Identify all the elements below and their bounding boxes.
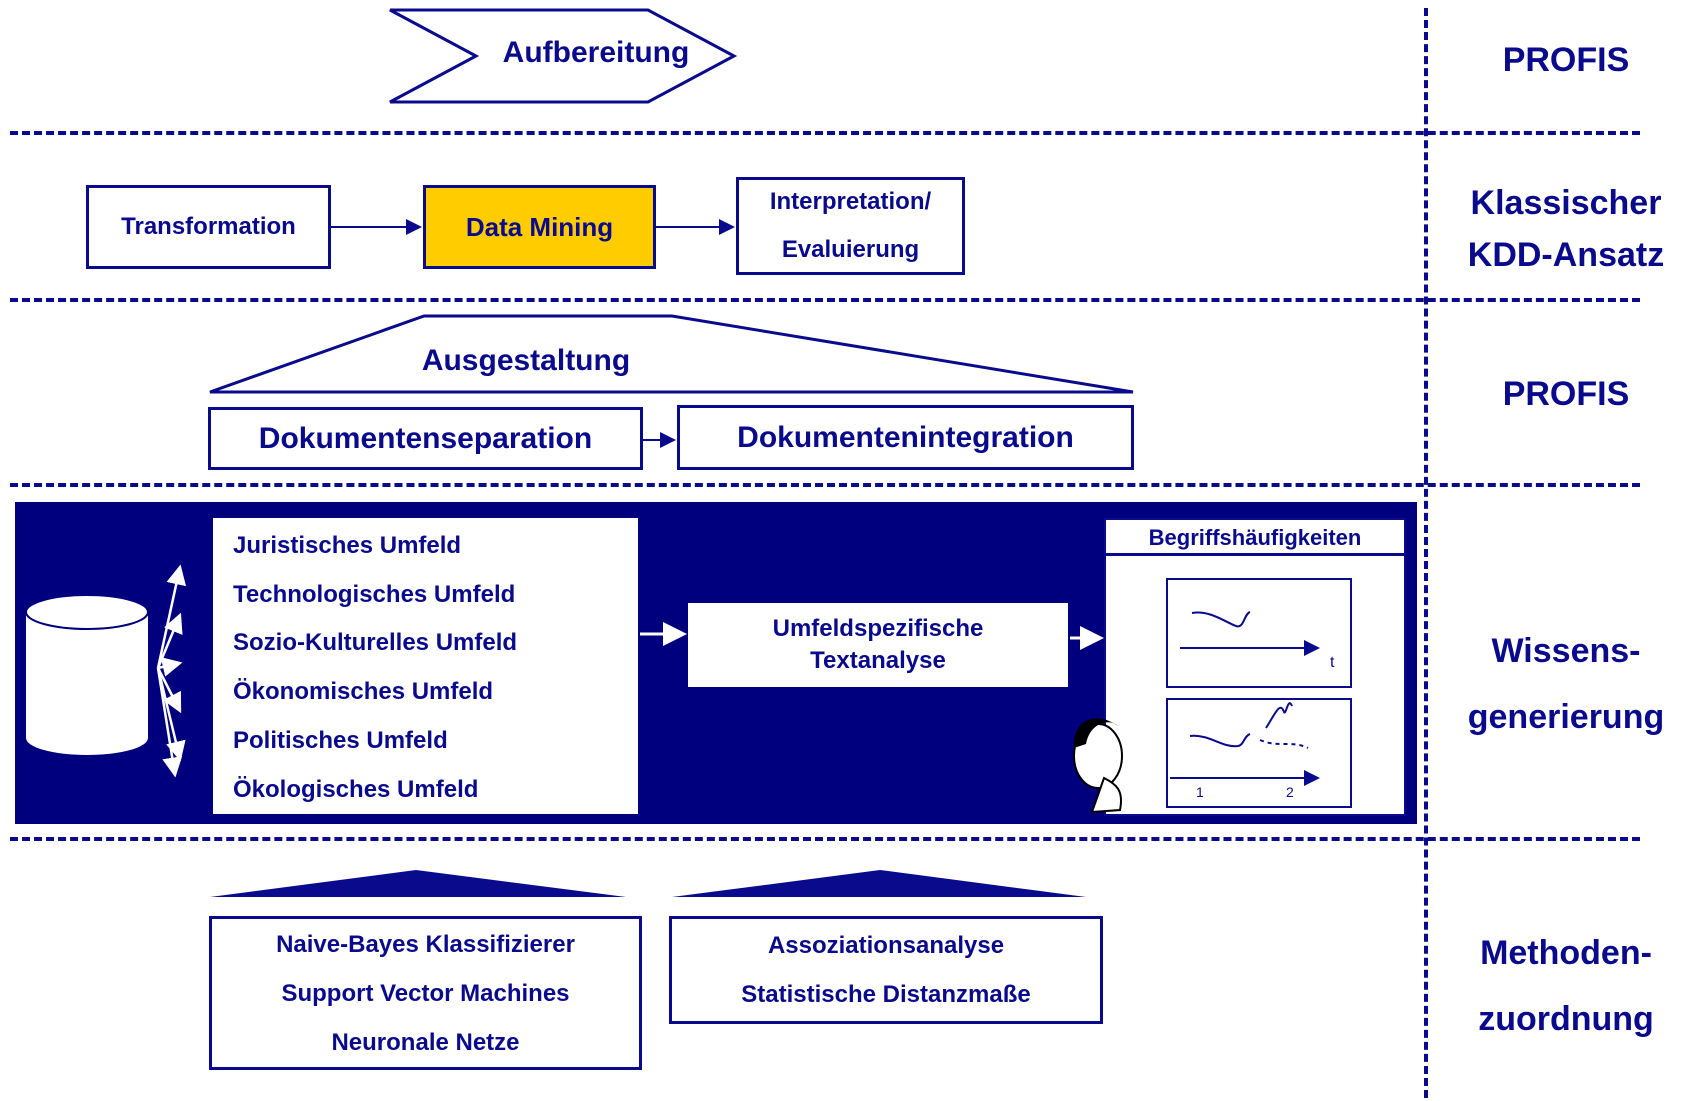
- dokumentenintegration-label: Dokumentenintegration: [737, 420, 1074, 454]
- box-klassifikationsmethoden: Naive-Bayes Klassifizierer Support Vecto…: [209, 916, 642, 1070]
- ausgestaltung-label: Ausgestaltung: [421, 344, 631, 377]
- textkorpus-line2: korpus: [40, 700, 134, 731]
- textanalyse-line2: Textanalyse: [810, 647, 946, 674]
- frequency-title: Begriffshäufigkeiten: [1106, 520, 1404, 556]
- umfeld-item-oekologisch: Ökologisches Umfeld: [233, 776, 479, 803]
- roof-left-methods: [210, 870, 626, 897]
- chart2-axis-label-1: 1: [1196, 784, 1204, 800]
- band-label-wissens-line2: generierung: [1467, 698, 1665, 736]
- method-assoziationsanalyse: Assoziationsanalyse: [767, 932, 1005, 959]
- separator-1: [10, 131, 1640, 135]
- roof-right-methods: [672, 870, 1086, 897]
- umfeld-item-politisch: Politisches Umfeld: [233, 727, 448, 754]
- frequency-chart-2: [1166, 698, 1352, 808]
- separator-2: [10, 298, 1640, 302]
- method-svm: Support Vector Machines: [281, 979, 570, 1007]
- textanalyse-line1: Umfeldspezifische: [772, 615, 984, 642]
- step-transformation: Transformation: [86, 185, 331, 269]
- band-label-methodenzuordnung: Methoden- zuordnung: [1426, 920, 1686, 1052]
- band-label-methoden-line1: Methoden-: [1480, 934, 1652, 972]
- band-label-profis-2: PROFIS: [1502, 375, 1630, 413]
- textkorpus-line1: Text-: [54, 648, 120, 679]
- step-data-mining: Data Mining: [423, 185, 656, 269]
- separator-4: [10, 837, 1640, 841]
- umfeld-item-juristisch: Juristisches Umfeld: [233, 532, 462, 559]
- umfeld-item-technologisch: Technologisches Umfeld: [233, 581, 516, 608]
- band-label-wissens-line1: Wissens-: [1491, 632, 1641, 670]
- band-label-kdd: Klassischer KDD-Ansatz: [1426, 177, 1686, 281]
- aufbereitung-label: Aufbereitung: [502, 36, 690, 69]
- step-data-mining-label: Data Mining: [465, 211, 614, 242]
- step-transformation-label: Transformation: [121, 213, 296, 240]
- chart2-axis-label-2: 2: [1286, 784, 1294, 800]
- umfeld-list: Juristisches Umfeld Technologisches Umfe…: [213, 518, 638, 814]
- step-interpretation-line2: Evaluierung: [781, 236, 920, 263]
- dokumentenseparation-label: Dokumentenseparation: [258, 421, 593, 455]
- band-label-kdd-line1: Klassischer: [1470, 184, 1662, 222]
- box-dokumentenseparation: Dokumentenseparation: [208, 407, 643, 470]
- separator-3: [10, 483, 1640, 487]
- separator-vertical: [1424, 8, 1428, 1098]
- textanalyse-box: Umfeldspezifische Textanalyse: [688, 603, 1068, 687]
- method-neuronale-netze: Neuronale Netze: [331, 1028, 520, 1056]
- umfeld-item-sozio-kulturell: Sozio-Kulturelles Umfeld: [233, 629, 518, 656]
- step-interpretation: Interpretation/ Evaluierung: [736, 177, 965, 275]
- band-label-wissensgenerierung: Wissens- generierung: [1426, 618, 1686, 750]
- method-naive-bayes: Naive-Bayes Klassifizierer: [276, 930, 575, 958]
- method-distanzmasse: Statistische Distanzmaße: [741, 981, 1031, 1008]
- chart1-axis-label: t: [1330, 654, 1335, 671]
- band-label-profis-1: PROFIS: [1502, 41, 1630, 79]
- textkorpus-label: Text- korpus: [26, 638, 148, 742]
- band-label-kdd-line2: KDD-Ansatz: [1467, 236, 1665, 274]
- umfeld-item-oekonomisch: Ökonomisches Umfeld: [233, 678, 494, 705]
- box-assoziationsmethoden: Assoziationsanalyse Statistische Distanz…: [669, 916, 1103, 1024]
- frequency-panel: Begriffshäufigkeiten t 1 2: [1104, 518, 1406, 816]
- step-interpretation-line1: Interpretation/: [769, 188, 932, 215]
- frequency-chart-1: [1166, 578, 1352, 688]
- band-label-methoden-line2: zuordnung: [1478, 1000, 1654, 1038]
- box-dokumentenintegration: Dokumentenintegration: [677, 405, 1134, 470]
